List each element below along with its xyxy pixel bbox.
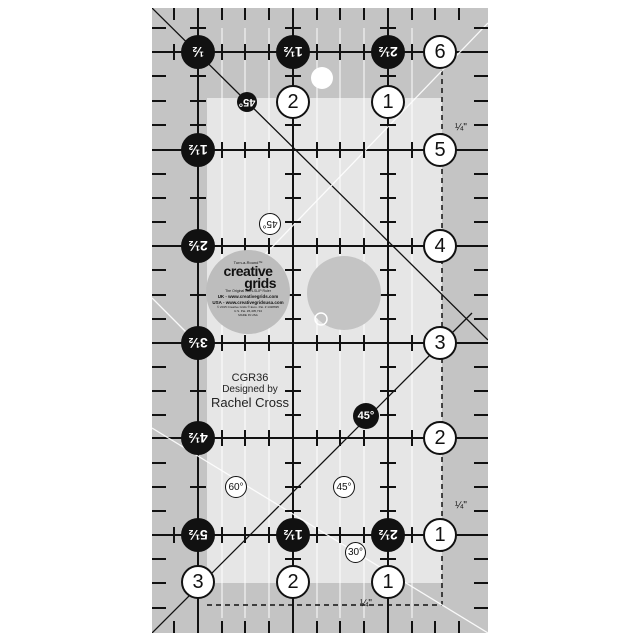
angle-45-diagonal: 45° [353, 403, 379, 429]
marking-left-3-5: 3½ [181, 326, 215, 360]
marking-left-5-5: 5½ [181, 518, 215, 552]
marking-bottom-3: 3 [181, 565, 215, 599]
angle-30: 30° [345, 542, 366, 563]
designer-name: Rachel Cross [210, 395, 290, 410]
brand-logo: Turn-a-Round™ creative grids The Origina… [206, 250, 290, 334]
marking-right-5: 5 [423, 133, 457, 167]
seam-allowance-label-right: ¼" [455, 500, 467, 511]
marking-bottom-2: 2 [276, 565, 310, 599]
marking-right-3: 3 [423, 326, 457, 360]
seam-allowance-label-top: ¼" [455, 122, 467, 133]
marking-left-4-5: 4½ [181, 421, 215, 455]
logo-url-uk: UK - www.creativegrids.com [217, 294, 279, 299]
marking-top-1: 1 [371, 85, 405, 119]
logo-subtitle: The Original NON-SLIP Ruler [225, 289, 271, 293]
logo-patent: U.S. Pat. #6,405,734 [234, 309, 262, 313]
seam-allowance-label-bottom: ¼" [360, 598, 372, 609]
quilting-ruler [152, 8, 488, 633]
marking-right-4: 4 [423, 229, 457, 263]
ruler-grid [152, 8, 488, 633]
angle-60: 60° [225, 476, 247, 498]
designed-by-label: Designed by [222, 384, 278, 395]
marking-bottom-1-5: 1½ [276, 518, 310, 552]
model-number: CGR36 [231, 372, 269, 384]
angle-45-upper: 45° [259, 213, 281, 235]
logo-brand-line1: creative [223, 263, 273, 279]
marking-bottom-2-5: 2½ [371, 518, 405, 552]
logo-tagline: Turn-a-Round™ [233, 260, 263, 265]
angle-45-lower: 45° [333, 476, 355, 498]
marking-top-2-5: 2½ [371, 35, 405, 69]
logo-origin: MADE IN USA [238, 313, 258, 317]
marking-top-2: 2 [276, 85, 310, 119]
marking-top-1-5: 1½ [276, 35, 310, 69]
marking-right-6: 6 [423, 35, 457, 69]
marking-right-2: 2 [423, 421, 457, 455]
marking-left-0-5: ½ [181, 35, 215, 69]
marking-right-1: 1 [423, 518, 457, 552]
logo-brand-line2: grids [244, 275, 276, 291]
angle-45-top: 45° [237, 92, 257, 112]
logo-copyright: © 2015 Creative Grids ® Euro. Pat. # 132… [217, 305, 279, 309]
marking-left-2-5: 2½ [181, 229, 215, 263]
marking-left-1-5: 1½ [181, 133, 215, 167]
product-info: CGR36 Designed by Rachel Cross [200, 372, 300, 410]
marking-bottom-1: 1 [371, 565, 405, 599]
logo-url-usa: USA - www.creativegridsusa.com [212, 300, 284, 305]
